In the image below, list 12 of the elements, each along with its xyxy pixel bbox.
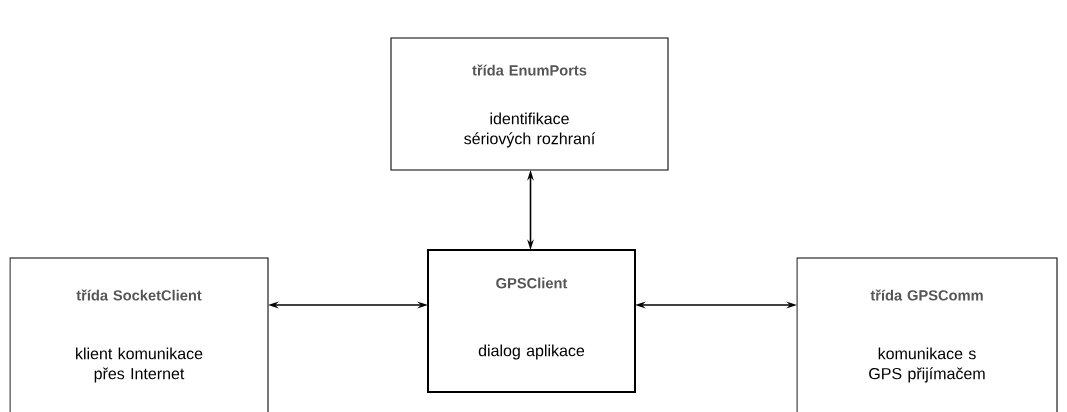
class-name: třída EnumPorts bbox=[472, 64, 587, 76]
class-box bbox=[9, 257, 269, 412]
class-name: třída GPSComm bbox=[870, 289, 983, 301]
description: klient komunikace přes Internet bbox=[76, 347, 203, 383]
class-box bbox=[427, 249, 636, 393]
description: komunikace s GPS přijímačem bbox=[869, 347, 985, 383]
description: identifikace sériových rozhraní bbox=[464, 112, 596, 148]
class-name: třída SocketClient bbox=[76, 289, 202, 301]
class-name: GPSClient bbox=[496, 277, 568, 289]
class-box bbox=[390, 37, 669, 171]
description: dialog aplikace bbox=[478, 344, 585, 360]
class-box bbox=[796, 257, 1058, 412]
